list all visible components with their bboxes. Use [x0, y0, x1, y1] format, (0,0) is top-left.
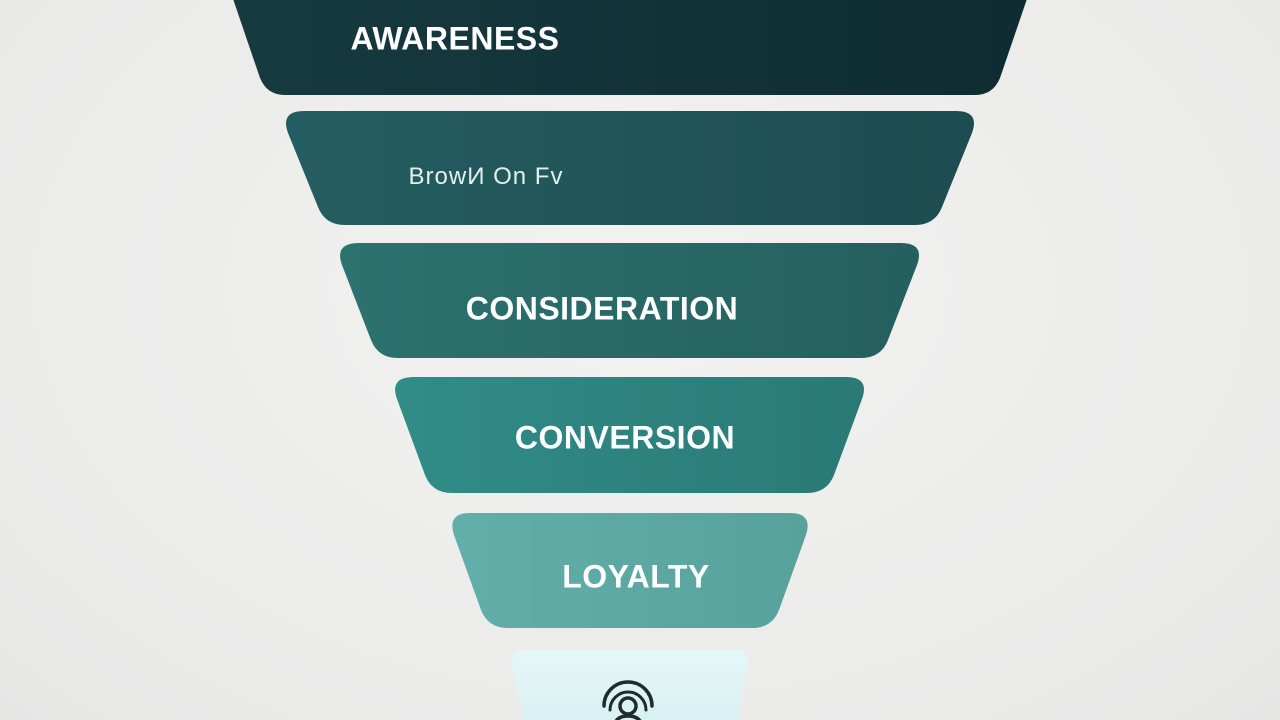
funnel-stage-bottom: [511, 650, 749, 720]
stage-label-loyalty: LOYALTY: [562, 558, 710, 595]
funnel-stage-conversion: [395, 377, 864, 493]
funnel-stage-brand: [286, 111, 974, 225]
stage-label-consideration: CONSIDERATION: [465, 290, 739, 327]
stage-label-conversion: CONVERSION: [514, 419, 736, 456]
person-circle-icon: [602, 680, 654, 720]
funnel-stage-awareness: [233, 0, 1027, 95]
stage-label-brand: BrowИ On Fv: [408, 163, 564, 190]
funnel-stage-loyalty: [452, 513, 808, 628]
stage-label-awareness: AWARENESS: [350, 20, 560, 57]
funnel-stage-consideration: [340, 243, 919, 358]
